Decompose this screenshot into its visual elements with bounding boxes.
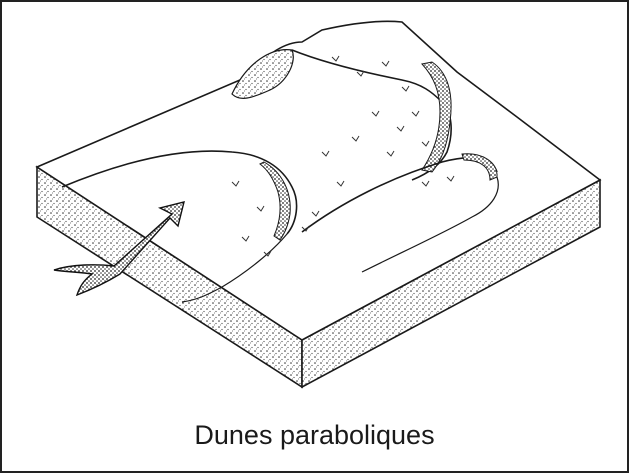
block-top-surface	[37, 21, 600, 340]
diagram-caption: Dunes paraboliques	[2, 420, 627, 451]
